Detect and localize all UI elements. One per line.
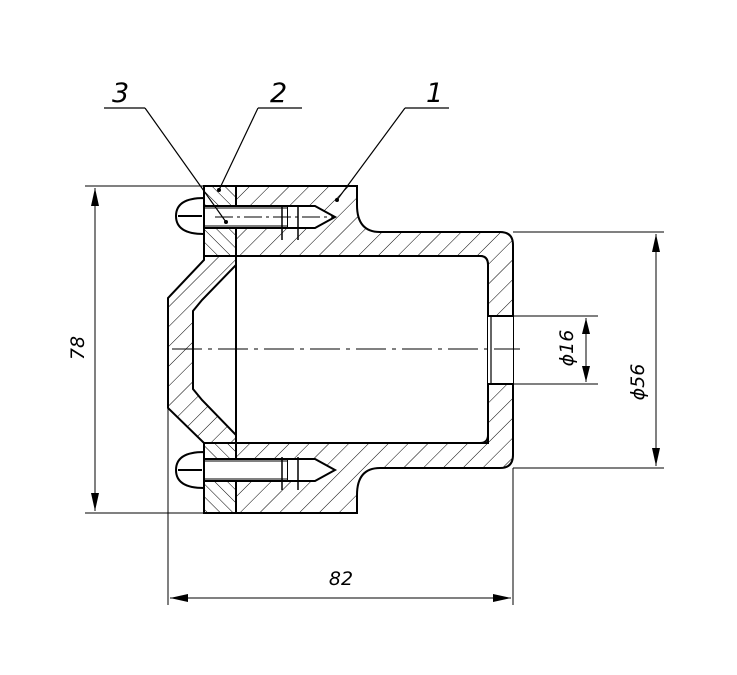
leader-2-dot — [217, 188, 221, 192]
height-arrow-top — [91, 188, 99, 206]
bore-value: ϕ16 — [556, 330, 578, 367]
dimension-width: 82 — [167, 400, 514, 605]
dimension-height: 78 — [67, 185, 204, 514]
outer-arrow-top — [652, 234, 660, 252]
cover-dome — [167, 255, 237, 444]
leader-2-line — [218, 107, 259, 191]
dimension-bore: ϕ16 — [513, 315, 598, 385]
leaders: 3 2 1 — [104, 78, 449, 224]
callout-3: 3 — [112, 78, 129, 109]
screw-bottom — [174, 450, 338, 490]
leader-3-dot — [224, 220, 228, 224]
leader-3-line — [144, 107, 227, 223]
bore-arrow-bottom — [582, 366, 590, 382]
width-arrow-right — [493, 594, 511, 602]
leader-1-dot — [335, 198, 339, 202]
callout-1: 1 — [426, 78, 443, 109]
width-value: 82 — [329, 568, 353, 590]
width-arrow-left — [170, 594, 188, 602]
height-value: 78 — [67, 336, 89, 360]
screw-bottom-shank — [203, 458, 289, 482]
screw-bottom-hole — [288, 458, 338, 482]
height-arrow-bottom — [91, 493, 99, 511]
outer-value: ϕ56 — [627, 364, 649, 401]
bore-arrow-top — [582, 318, 590, 334]
housing-bore — [488, 316, 513, 384]
leader-1-line — [336, 107, 406, 201]
dimension-outer: ϕ56 — [513, 231, 664, 469]
callout-2: 2 — [270, 78, 287, 109]
outer-arrow-bottom — [652, 448, 660, 466]
